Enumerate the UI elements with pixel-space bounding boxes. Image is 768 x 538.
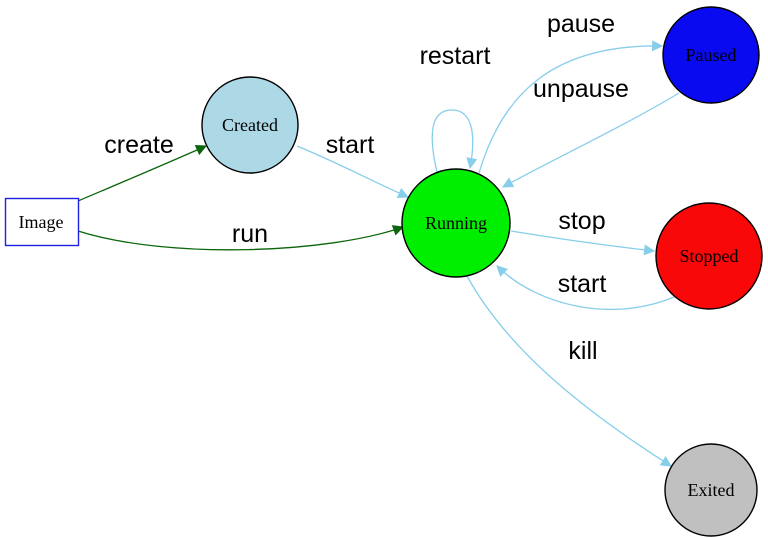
node-label-exited: Exited: [688, 480, 735, 500]
running-circle: [401, 168, 511, 278]
edge-label-pause: pause: [547, 10, 615, 38]
node-running: Running: [401, 168, 511, 278]
edge-label-unpause: unpause: [533, 75, 629, 103]
edge-image-create-created: create: [77, 131, 208, 202]
edge-running-kill-exited: kill: [466, 275, 672, 467]
edge-line: [496, 265, 675, 311]
node-label-stopped: Stopped: [679, 246, 738, 266]
edge-line: [77, 145, 208, 202]
edge-label-start-created: start: [326, 131, 375, 159]
paused-circle: [662, 6, 760, 104]
edge-label-start-stopped: start: [558, 270, 607, 298]
node-label-running: Running: [425, 213, 487, 233]
edge-label-run: run: [232, 220, 268, 248]
edge-line: [77, 225, 405, 251]
node-paused: Paused: [662, 6, 760, 104]
image-box: [4, 197, 80, 247]
edge-line: [296, 145, 410, 199]
edge-created-start-running: start: [296, 131, 410, 199]
edge-line: [466, 275, 672, 467]
edge-stopped-start-running: start: [496, 265, 675, 311]
edge-line: [431, 109, 478, 173]
stopped-circle: [655, 202, 763, 310]
edge-running-restart-self-loop: restart: [420, 42, 491, 173]
node-image: Image: [4, 197, 80, 247]
node-created: Created: [201, 76, 299, 174]
edge-label-kill: kill: [568, 337, 597, 365]
edge-line: [502, 92, 680, 188]
node-label-image: Image: [19, 212, 64, 232]
edge-line: [510, 230, 656, 256]
node-label-paused: Paused: [686, 45, 737, 65]
edge-running-stop-stopped: stop: [510, 207, 656, 256]
node-exited: Exited: [664, 443, 758, 537]
edge-line: [478, 40, 664, 174]
edge-running-pause-paused: pause: [478, 10, 664, 174]
edge-paused-unpause-running: unpause: [502, 75, 680, 188]
node-stopped: Stopped: [655, 202, 763, 310]
created-circle: [201, 76, 299, 174]
edge-label-stop: stop: [558, 207, 605, 235]
exited-circle: [664, 443, 758, 537]
edge-label-restart: restart: [420, 42, 491, 70]
node-label-created: Created: [222, 115, 278, 135]
edge-label-create: create: [104, 131, 173, 159]
edge-image-run-running: run: [77, 220, 405, 251]
